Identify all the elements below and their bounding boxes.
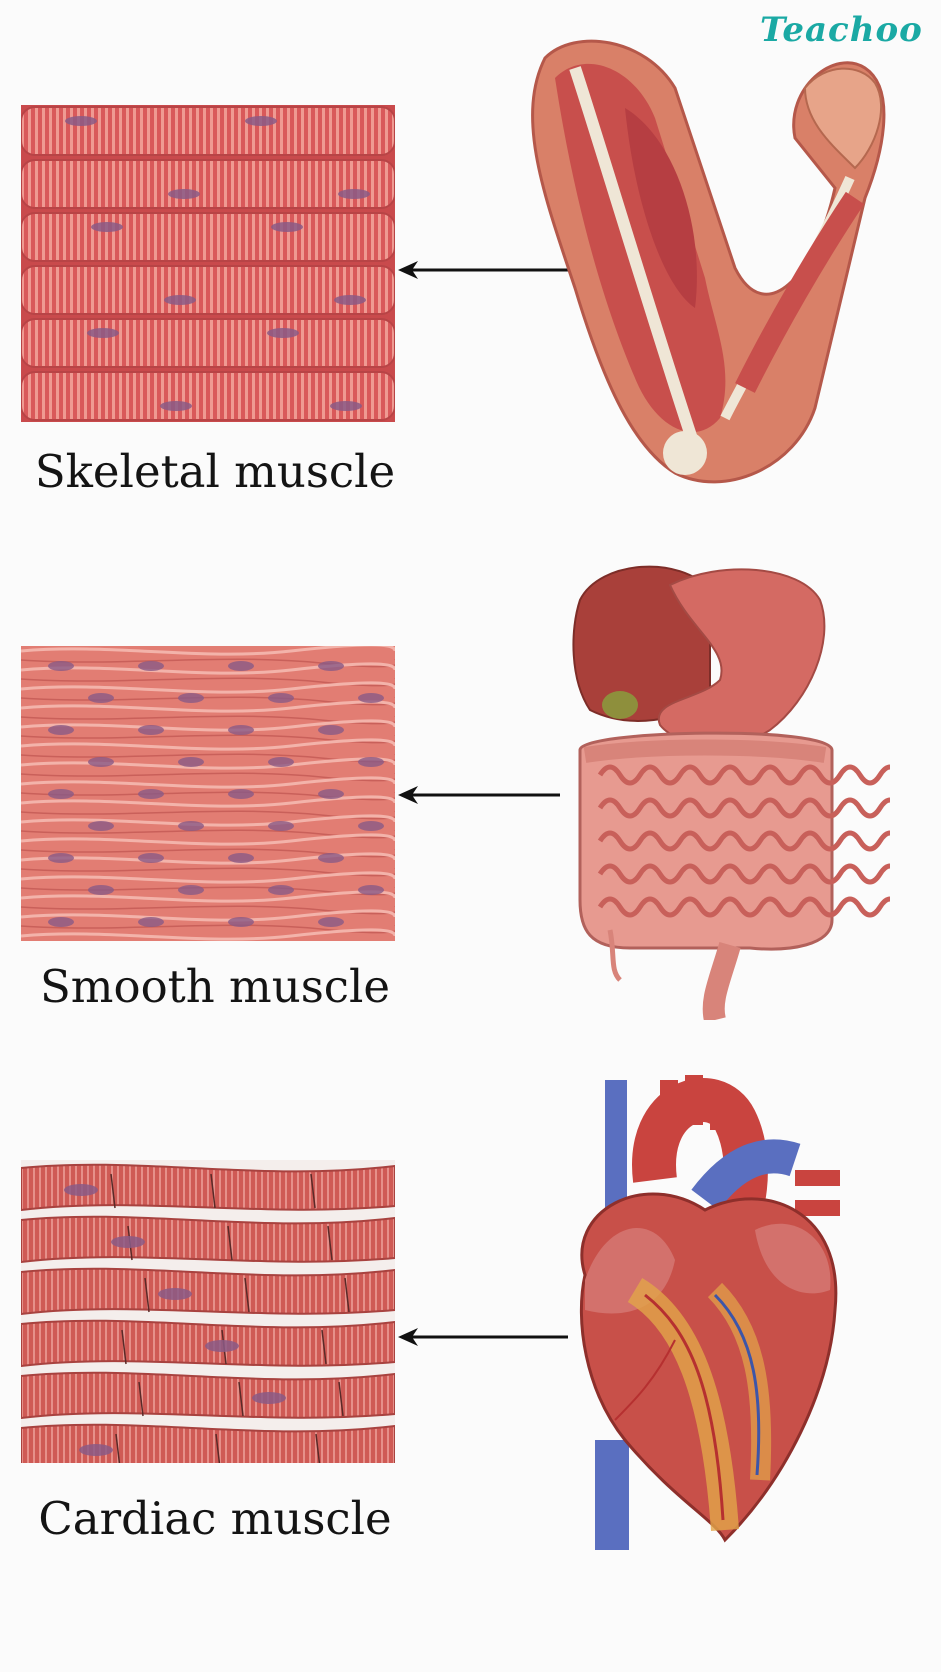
cardiac-muscle-label: Cardiac muscle [38, 1492, 392, 1545]
skeletal-pointer-arrow [398, 255, 608, 285]
teachoo-logo: Teachoo [760, 10, 923, 50]
smooth-section: Smooth muscle [0, 540, 941, 1060]
skeletal-tissue-image [21, 105, 395, 422]
skeletal-muscle-label: Skeletal muscle [34, 445, 396, 498]
skeletal-section: Skeletal muscle [0, 0, 941, 540]
cardiac-pointer-arrow [398, 1322, 608, 1352]
cardiac-tissue-image [21, 1160, 395, 1463]
digestive-organs-icon [570, 560, 890, 1020]
smooth-tissue-image [21, 646, 395, 941]
smooth-muscle-label: Smooth muscle [39, 960, 391, 1013]
heart-icon [565, 1060, 885, 1650]
smooth-pointer-arrow [398, 780, 608, 810]
cardiac-section: Cardiac muscle [0, 1060, 941, 1672]
arm-muscle-icon [505, 28, 925, 508]
